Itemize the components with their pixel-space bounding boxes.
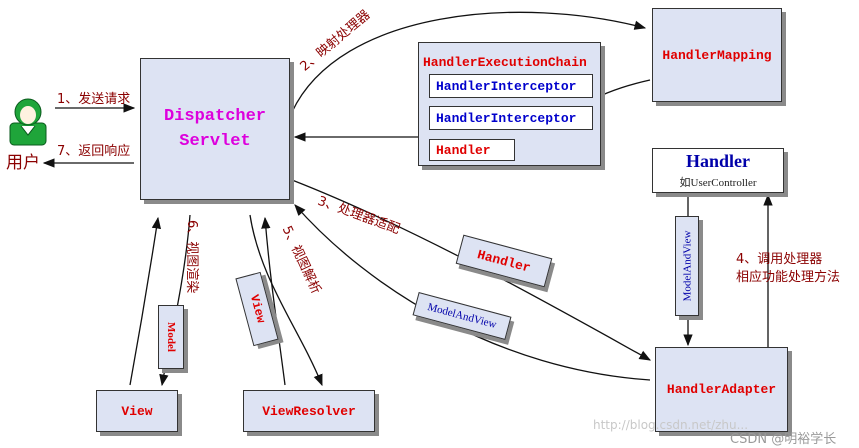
arrow-model-and-view-return (294, 204, 651, 381)
view-label: View (121, 403, 153, 419)
step-1-label: 1、发送请求 (57, 92, 131, 107)
user-icon (8, 95, 48, 147)
interceptor-1-label: HandlerInterceptor (436, 78, 577, 94)
model-and-view-vertical-label: ModelAndView (681, 230, 693, 302)
handler-tag-label: Handler (475, 246, 533, 276)
model-tag-label: Model (165, 322, 178, 352)
dispatcher-line-1: Dispatcher (163, 107, 267, 126)
execution-chain-box[interactable]: HandlerExecutionChain HandlerInterceptor… (418, 42, 601, 166)
arrow-view-resolver-return (261, 216, 286, 386)
interceptor-2-label: HandlerInterceptor (436, 110, 577, 126)
interceptor-box-2[interactable]: HandlerInterceptor (429, 106, 593, 130)
watermark-url: http://blog.csdn.net/zhu... (593, 418, 749, 432)
view-resolver-box[interactable]: ViewResolver (243, 390, 375, 432)
view-tag-label: View (246, 293, 268, 325)
chain-handler-box[interactable]: Handler (429, 139, 515, 161)
arrow-map-handler (291, 11, 647, 113)
dispatcher-line-2: Servlet (179, 132, 251, 151)
handler-box[interactable]: Handler 如UserController (652, 148, 784, 193)
view-box[interactable]: View (96, 390, 178, 432)
handler-adapter-label: HandlerAdapter (666, 382, 777, 397)
view-resolver-label: ViewResolver (262, 403, 356, 419)
step-6-label: 6、视图渲染 (184, 220, 199, 294)
watermark-csdn: CSDN @明裕学长 (730, 432, 837, 447)
handler-mapping-label: HandlerMapping (662, 47, 772, 63)
handler-title: Handler (685, 151, 750, 171)
handler-subtitle: 如UserController (679, 177, 757, 189)
arrow-view-resolver (249, 214, 323, 387)
chain-handler-label: Handler (436, 142, 491, 158)
model-tag: Model (158, 305, 184, 369)
step-7-label: 7、返回响应 (57, 144, 131, 159)
model-and-view-vertical-tag: ModelAndView (675, 216, 699, 316)
user-label: 用户 (6, 153, 40, 173)
handler-adapter-box[interactable]: HandlerAdapter (655, 347, 788, 432)
execution-chain-title: HandlerExecutionChain (423, 55, 587, 70)
step-4-label-line2: 相应功能处理方法 (736, 270, 841, 285)
arrow-view-return (129, 216, 162, 386)
step-4-label-line1: 4、调用处理器 (736, 252, 823, 267)
interceptor-box-1[interactable]: HandlerInterceptor (429, 74, 593, 98)
handler-mapping-box[interactable]: HandlerMapping (652, 8, 782, 102)
dispatcher-servlet-box[interactable]: Dispatcher Servlet (140, 58, 290, 200)
